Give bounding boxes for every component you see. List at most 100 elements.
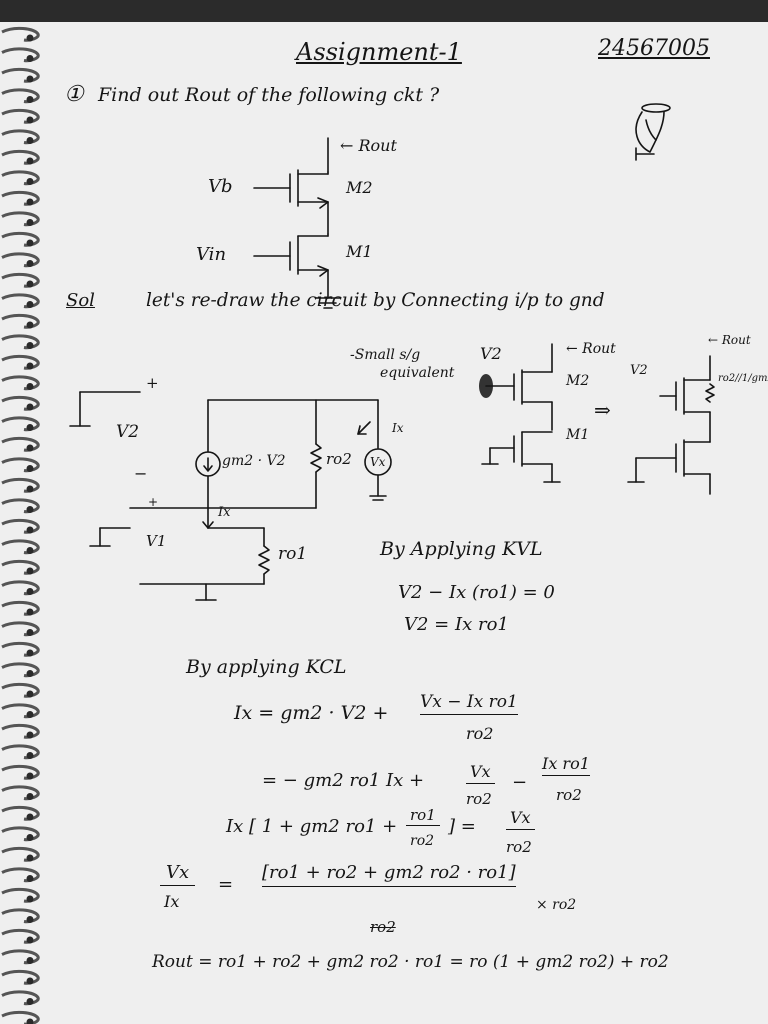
binding-hole xyxy=(26,629,34,636)
kcl-eq4-rnum: [ro1 + ro2 + gm2 ro2 · ro1] xyxy=(262,864,516,887)
redraw-v2-label: V2 xyxy=(480,344,502,363)
binding-hole xyxy=(26,875,34,882)
binding-hole xyxy=(26,96,34,103)
notebook-page: Assignment-1 24567005 ① Find out Rout of… xyxy=(0,22,768,1024)
question-text: Find out Rout of the following ckt ? xyxy=(98,84,440,106)
ss-minus-label: − xyxy=(134,464,148,483)
binding-hole xyxy=(26,424,34,431)
vb-label: Vb xyxy=(208,176,233,197)
ro2-label: ro2 xyxy=(326,450,352,468)
kcl-eq1-den: ro2 xyxy=(466,724,494,743)
binding-hole xyxy=(26,690,34,698)
binding-hole xyxy=(26,752,34,759)
binding-hole xyxy=(26,670,34,677)
vx-label: Vx xyxy=(370,455,386,469)
small-signal-circuit xyxy=(69,391,392,601)
binding-hole xyxy=(26,711,34,718)
binding-hole xyxy=(26,608,34,616)
ix-top-label: Ix xyxy=(392,421,404,435)
binding-hole xyxy=(26,998,34,1005)
question-number: ① xyxy=(64,82,84,107)
kcl-eq2-den1: ro2 xyxy=(466,790,492,808)
binding-hole xyxy=(26,260,34,267)
redraw-rout-label: ← Rout xyxy=(566,341,616,357)
doodle-sketch xyxy=(635,103,671,161)
kcl-eq4-cancel: × ro2 xyxy=(536,897,577,913)
binding-hole xyxy=(26,178,34,185)
kcl-eq2-num2: Ix ro1 xyxy=(542,756,590,776)
rout-label: ← Rout xyxy=(340,136,397,155)
solution-text: let's re-draw the circuit by Connecting … xyxy=(146,290,605,311)
binding-hole xyxy=(26,198,34,206)
kcl-eq3-rden: ro2 xyxy=(506,838,532,856)
binding-hole xyxy=(26,301,34,308)
kcl-eq3-close: ] = xyxy=(448,816,476,837)
binding-hole xyxy=(26,157,34,165)
binding-hole xyxy=(26,977,34,985)
solution-label: Sol xyxy=(66,290,95,311)
ro2-parallel-label: ro2//1/gm2 xyxy=(718,373,768,384)
binding-hole xyxy=(26,55,34,62)
binding-hole xyxy=(26,403,34,411)
cascode-circuit xyxy=(253,137,341,309)
kcl-eq3-den: ro2 xyxy=(410,833,435,849)
kcl-eq2-num1: Vx xyxy=(466,764,495,784)
ix-label: Ix xyxy=(218,505,231,520)
v1-label: V1 xyxy=(146,532,167,550)
binding-hole xyxy=(26,895,34,903)
kcl-eq3-lhs: Ix [ 1 + gm2 ro1 + xyxy=(226,816,398,837)
ss-plus2-label: + xyxy=(148,495,159,509)
m2-label: M2 xyxy=(346,178,373,197)
binding-hole xyxy=(26,321,34,329)
binding-hole xyxy=(26,854,34,862)
kvl-eq1: V2 − Ix (ro1) = 0 xyxy=(398,582,555,603)
roll-number: 24567005 xyxy=(598,36,710,61)
redraw-circuits xyxy=(479,343,715,495)
kcl-eq4-num: Vx xyxy=(160,864,196,886)
redraw-m1-label: M1 xyxy=(566,427,590,443)
binding-hole xyxy=(26,936,34,944)
vin-label: Vin xyxy=(196,244,227,265)
binding-hole xyxy=(26,34,34,42)
spiral-binding xyxy=(1,26,40,1024)
ro1-label: ro1 xyxy=(278,544,308,564)
binding-hole xyxy=(26,219,34,226)
binding-hole xyxy=(26,567,34,575)
binding-hole xyxy=(26,916,34,923)
kcl-eq2-lhs: = − gm2 ro1 Ix + xyxy=(262,770,425,791)
binding-hole xyxy=(26,239,34,247)
final-rout-equation: Rout = ro1 + ro2 + gm2 ro2 · ro1 = ro (1… xyxy=(152,952,669,972)
kcl-eq2-minus: − xyxy=(512,772,528,793)
binding-hole xyxy=(26,444,34,452)
kcl-eq2-den2: ro2 xyxy=(556,786,582,804)
binding-hole xyxy=(26,75,34,83)
kcl-title: By applying KCL xyxy=(186,656,347,678)
binding-hole xyxy=(26,116,34,124)
binding-hole xyxy=(26,1018,34,1024)
binding-hole xyxy=(26,731,34,739)
kvl-eq2: V2 = Ix ro1 xyxy=(404,614,509,635)
kcl-eq3-num: ro1 xyxy=(406,808,440,826)
binding-hole xyxy=(26,465,34,472)
redraw-m2-label: M2 xyxy=(566,373,590,389)
small-signal-note-1: -Small s/g xyxy=(350,347,421,363)
ss-plus-label: + xyxy=(146,374,159,392)
kvl-title: By Applying KVL xyxy=(380,538,543,560)
gm-source-label: gm2 · V2 xyxy=(222,453,286,469)
implies-arrow: ⇒ xyxy=(594,398,611,422)
small-signal-note-2: equivalent xyxy=(380,365,455,381)
binding-hole xyxy=(26,137,34,144)
assignment-title: Assignment-1 xyxy=(296,38,462,66)
kcl-eq4-den: Ix xyxy=(164,892,180,911)
m1-label: M1 xyxy=(346,242,373,261)
binding-hole xyxy=(26,772,34,780)
kcl-eq4-eq: = xyxy=(218,874,234,895)
binding-hole xyxy=(26,485,34,493)
binding-hole xyxy=(26,834,34,841)
ss-v2-label: V2 xyxy=(116,422,140,442)
binding-hole xyxy=(26,383,34,390)
binding-hole xyxy=(26,362,34,370)
kcl-eq4-rden: ro2 xyxy=(370,918,396,936)
binding-hole xyxy=(26,280,34,288)
redraw2-rout-label: ← Rout xyxy=(708,333,751,347)
